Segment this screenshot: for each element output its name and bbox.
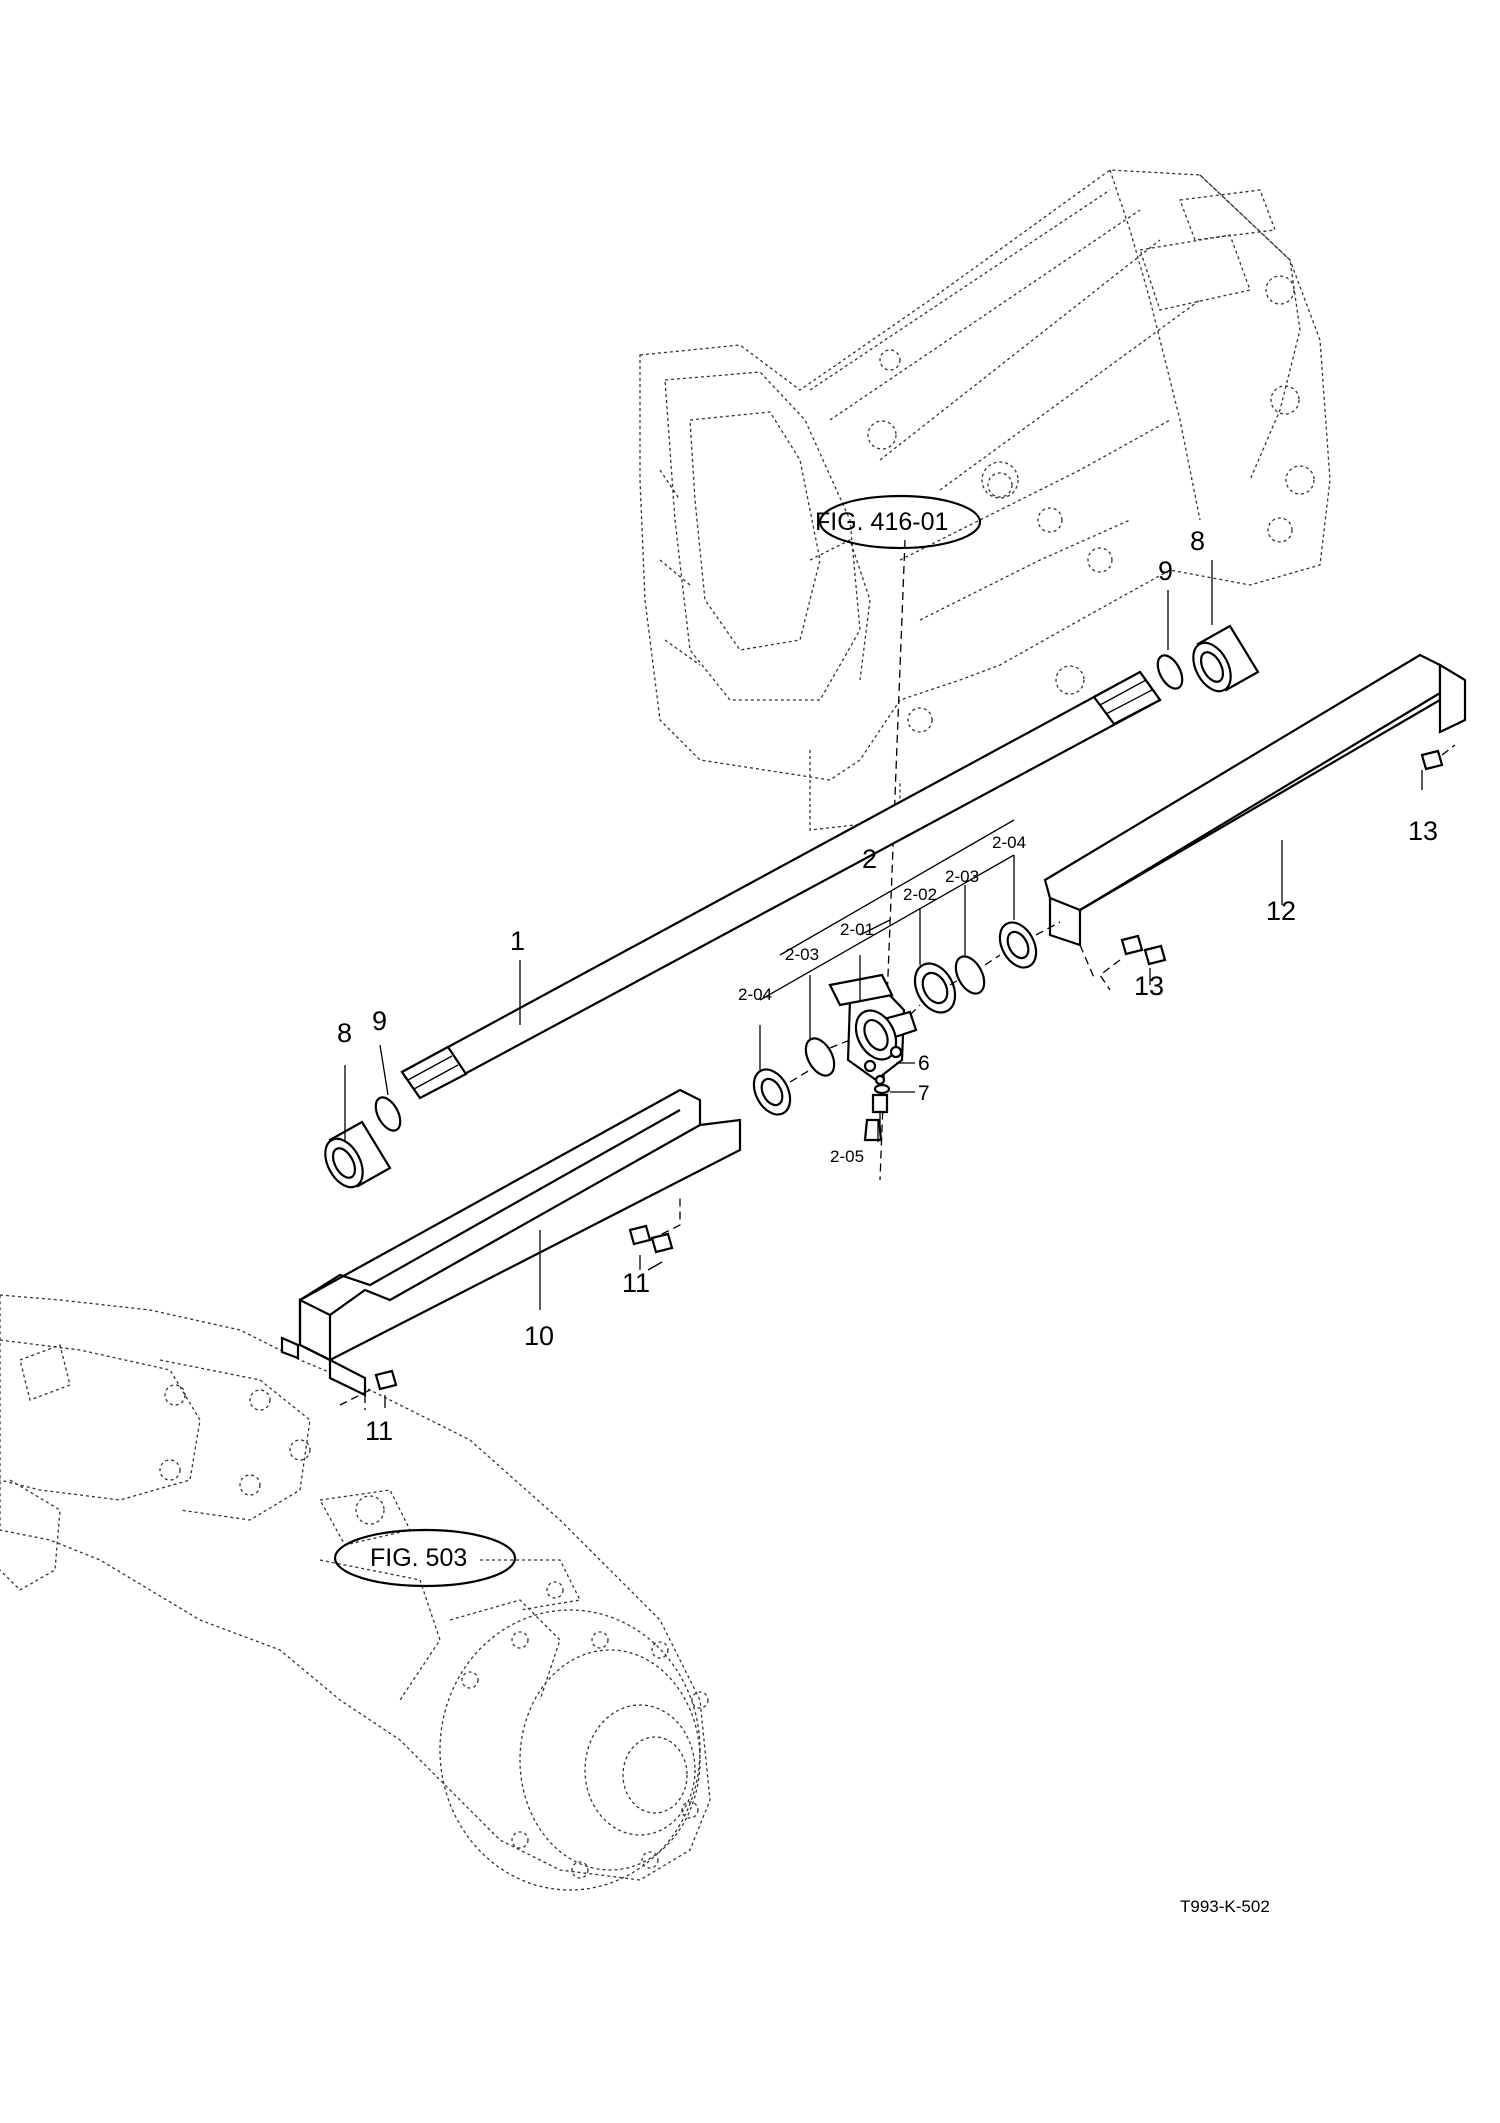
callout-6: 6: [918, 1052, 930, 1075]
callout-2-04-right: 2-04: [992, 833, 1026, 852]
callout-2-04-left: 2-04: [738, 985, 772, 1004]
bolts-11: [339, 1195, 681, 1406]
snap-ring-2-03-left: [804, 1037, 836, 1077]
drawing-code: T993-K-502: [1180, 1897, 1270, 1916]
bearing-assembly: [828, 973, 918, 1082]
bolts-13: [1099, 744, 1456, 991]
coupling-left: [324, 1120, 392, 1189]
callout-2-02: 2-02: [903, 885, 937, 904]
shield-left: [280, 1088, 742, 1410]
callout-8-left: 8: [337, 1018, 352, 1048]
propeller-shaft: [400, 670, 1162, 1100]
shield-right: [1043, 653, 1467, 981]
fig-ref-503-ellipse: [333, 1528, 517, 1588]
callout-1: 1: [510, 926, 525, 956]
fig-ref-416-label: FIG. 416-01: [815, 508, 948, 536]
fig-ref-503-label: FIG. 503: [370, 1544, 467, 1572]
callout-2-05: 2-05: [830, 1147, 864, 1166]
callout-11-lower: 11: [365, 1416, 393, 1446]
callout-2-01: 2-01: [840, 920, 874, 939]
callout-2-03-left: 2-03: [785, 945, 819, 964]
callout-13-upper: 13: [1408, 816, 1438, 846]
washer-6: [873, 1083, 891, 1095]
coupling-right: [1192, 624, 1260, 693]
callout-12: 12: [1266, 896, 1296, 926]
snap-ring-left: [374, 1096, 402, 1132]
leader-lines: [344, 560, 1423, 1408]
fig-ref-416-ellipse: [818, 494, 982, 550]
callout-9-right: 9: [1158, 556, 1173, 586]
callout-2-03-right: 2-03: [945, 867, 979, 886]
callout-13-lower: 13: [1134, 971, 1164, 1001]
seal-2-04-left: [752, 1068, 792, 1116]
callout-11-upper: 11: [622, 1268, 650, 1298]
snap-ring-right: [1156, 654, 1184, 690]
front-axle-ghost: [0, 1294, 711, 1891]
bearing-axis-line: [789, 921, 1061, 1083]
transmission-housing-ghost: [639, 169, 1331, 831]
callout-10: 10: [524, 1321, 554, 1351]
snap-ring-2-03-right: [954, 955, 986, 995]
callout-2: 2: [862, 844, 877, 874]
seal-2-04-right: [998, 921, 1038, 969]
callout-8-right: 8: [1190, 526, 1205, 556]
callout-9-left: 9: [372, 1006, 387, 1036]
ball-bearing: [913, 962, 957, 1014]
callout-7: 7: [918, 1082, 930, 1105]
alignment-line: [879, 539, 906, 1181]
grease-nipple: [863, 1118, 883, 1142]
